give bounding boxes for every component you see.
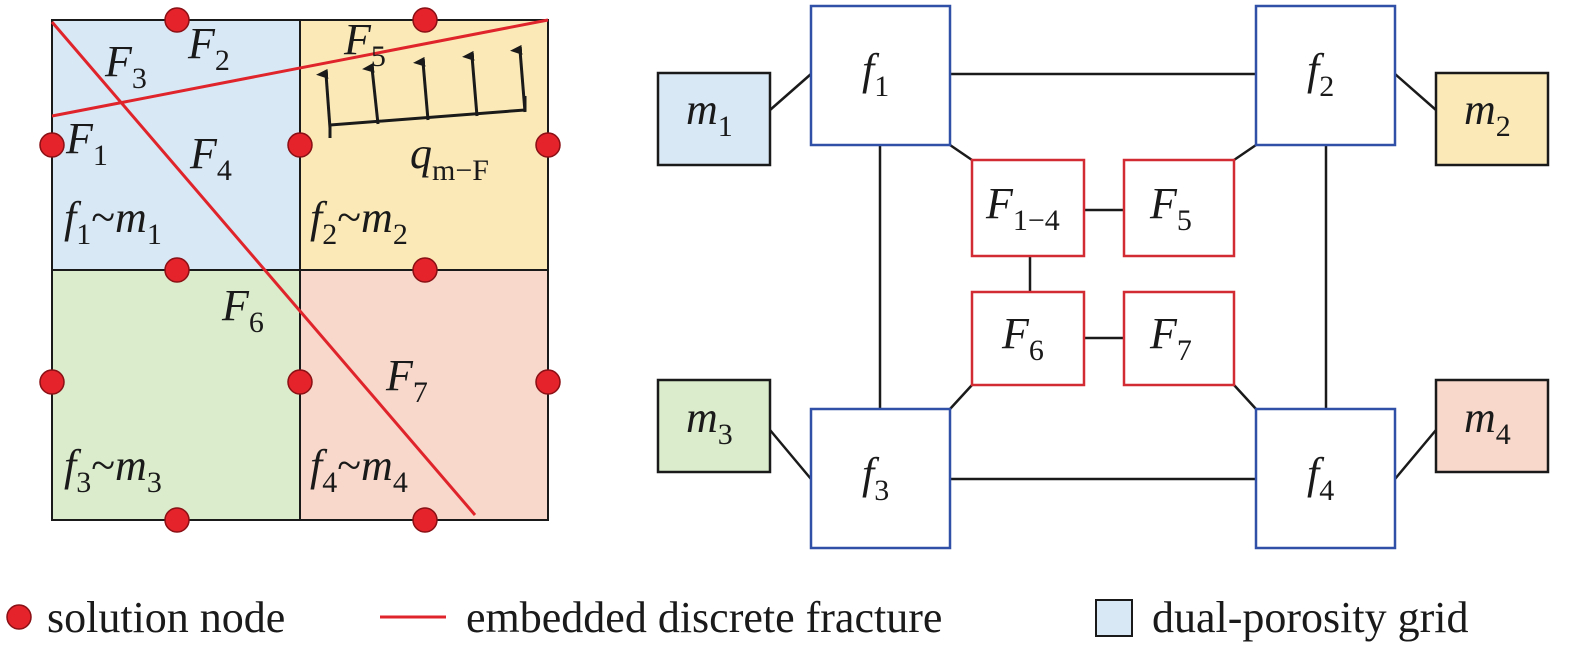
label-graph-F6: F6 — [1001, 309, 1044, 367]
cell-bottom-right — [300, 270, 548, 520]
solution-node — [39, 132, 65, 158]
node-f4 — [1254, 407, 1397, 550]
legend-node-icon — [6, 604, 32, 630]
fracture-grid-nodes — [809, 4, 1397, 550]
fracture-line-a — [51, 18, 549, 118]
node-m3 — [656, 378, 772, 474]
label-F7: F7 — [385, 351, 428, 409]
solution-node — [39, 369, 65, 395]
label-m2: m2 — [1464, 85, 1511, 143]
legend: solution node embedded discrete fracture… — [6, 593, 1469, 642]
node-m2 — [1434, 71, 1550, 167]
label-q-m-F: qm−F — [410, 129, 489, 187]
solution-node — [164, 507, 190, 533]
cell-label-f3-m3: f3~m3 — [64, 441, 162, 499]
label-m1: m1 — [686, 85, 733, 143]
node-F6 — [970, 290, 1086, 387]
solution-node — [164, 257, 190, 283]
embedded-fractures — [50, 18, 549, 516]
label-F6: F6 — [221, 281, 264, 339]
node-m4 — [1434, 378, 1550, 474]
cell-label-f2-m2: f2~m2 — [310, 193, 408, 251]
legend-dual-porosity-grid: dual-porosity grid — [1152, 593, 1469, 642]
cell-labels: f1~m1 f2~m2 f3~m3 f4~m4 — [64, 193, 408, 499]
solution-node — [287, 132, 313, 158]
label-F2: F2 — [187, 19, 230, 77]
flux-arrows — [316, 44, 527, 138]
fracture-line-b — [50, 21, 477, 516]
label-graph-F5: F5 — [1149, 179, 1192, 237]
node-F7 — [1122, 290, 1236, 387]
node-f2 — [1254, 4, 1397, 147]
grid-schematic: F3 F2 F5 F1 F4 F6 F7 qm−F f1~m1 f2~m2 f3… — [39, 7, 561, 533]
node-f3 — [809, 407, 952, 550]
node-f1 — [809, 4, 952, 147]
legend-solution-node: solution node — [47, 593, 285, 642]
matrix-nodes — [656, 71, 1550, 474]
solution-node — [412, 507, 438, 533]
solution-node — [412, 7, 438, 33]
label-F3: F3 — [104, 37, 147, 95]
graph-edges — [769, 72, 1437, 481]
solution-node — [287, 369, 313, 395]
solution-node — [412, 257, 438, 283]
cell-top-left — [52, 20, 300, 270]
discrete-fracture-nodes — [970, 158, 1236, 387]
solution-node — [535, 132, 561, 158]
node-F1-4 — [970, 158, 1086, 258]
label-graph-F7: F7 — [1149, 309, 1192, 367]
label-F1-4: F1−4 — [985, 179, 1060, 237]
solution-node — [164, 7, 190, 33]
label-F1: F1 — [65, 114, 108, 172]
solution-nodes — [39, 7, 561, 533]
label-F5: F5 — [343, 15, 386, 73]
grid-lines — [51, 19, 549, 521]
legend-embedded-fracture: embedded discrete fracture — [466, 593, 942, 642]
label-F4: F4 — [189, 129, 232, 187]
node-m1 — [656, 71, 772, 167]
label-m4: m4 — [1464, 393, 1511, 451]
fracture-labels: F3 F2 F5 F1 F4 F6 F7 qm−F — [65, 15, 489, 409]
graph-node-labels: m1 m2 m3 m4 f1 f2 f3 f4 F1−4 F5 F6 F7 — [686, 45, 1511, 507]
cell-bottom-left — [52, 270, 300, 520]
connectivity-graph: m1 m2 m3 m4 f1 f2 f3 f4 F1−4 F5 F6 F7 — [656, 4, 1550, 550]
label-m3: m3 — [686, 393, 733, 451]
node-F5 — [1122, 158, 1236, 258]
solution-node — [535, 369, 561, 395]
legend-grid-icon — [1095, 599, 1133, 637]
